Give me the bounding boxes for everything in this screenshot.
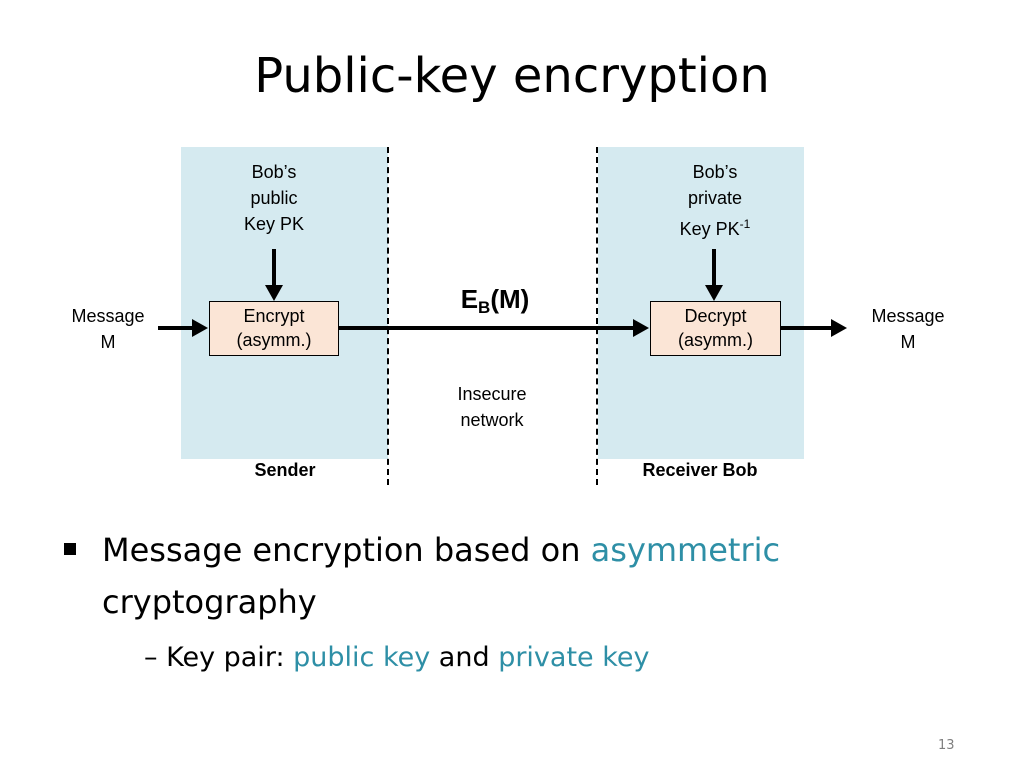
sender-caption: Sender	[254, 460, 316, 480]
input-message-label: Message M	[71, 306, 145, 352]
slide-title: Public-key encryption	[254, 48, 770, 104]
page-number: 13	[938, 738, 955, 753]
sender-public-key-label: Bob’s public Key PK	[243, 162, 305, 234]
left-boundary-line	[387, 147, 389, 485]
encrypt-box: Encrypt (asymm.)	[209, 301, 339, 356]
receiver-caption: Receiver Bob	[642, 460, 758, 480]
bullet-list: Message encryption based on asymmetric c…	[60, 524, 960, 682]
decrypt-box: Decrypt (asymm.)	[650, 301, 781, 356]
ciphertext-label: EB(M)	[460, 284, 530, 317]
bullet-sub: – Key pair: public key and private key	[144, 642, 650, 673]
right-boundary-line	[596, 147, 598, 485]
public-key-term: public key	[293, 642, 431, 673]
output-message-label: Message M	[871, 306, 945, 352]
receiver-private-key-label: Bob’s private Key PK-1	[679, 162, 751, 239]
square-bullet-icon	[64, 543, 76, 555]
bullet-main: Message encryption based on asymmetric c…	[60, 524, 960, 628]
dash-bullet: –	[144, 642, 158, 673]
insecure-network-label: Insecure network	[457, 384, 527, 430]
private-key-term: private key	[498, 642, 650, 673]
asymmetric-term: asymmetric	[590, 531, 781, 569]
